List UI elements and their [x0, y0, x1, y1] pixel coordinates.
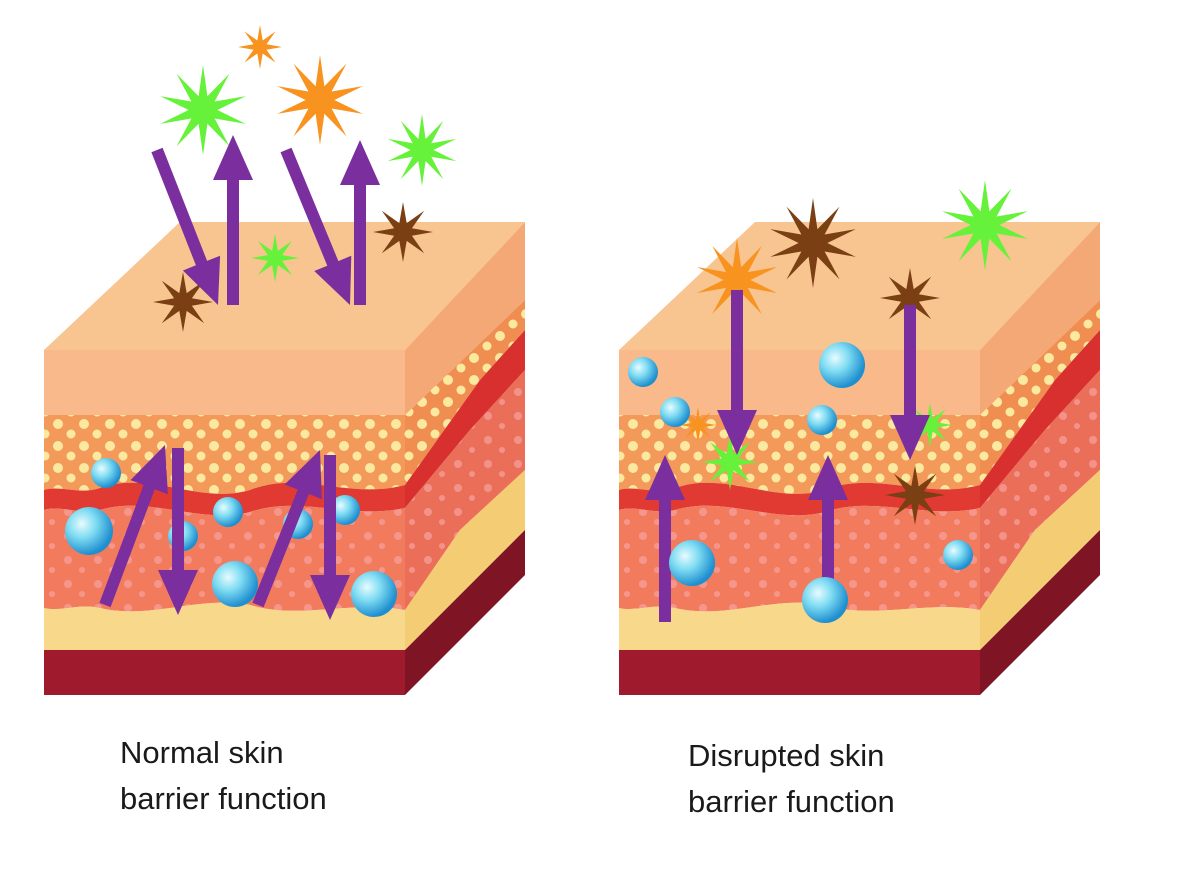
- arrow-icon: [151, 147, 221, 305]
- water-bubble-icon: [669, 540, 715, 586]
- disrupted-skin-caption: Disrupted skin barrier function: [688, 733, 895, 825]
- arrow-icon: [717, 290, 757, 455]
- water-bubble-icon: [351, 571, 397, 617]
- water-bubble-icon: [807, 405, 837, 435]
- water-bubble-icon: [212, 561, 258, 607]
- caption-line: Disrupted skin: [688, 738, 885, 773]
- water-bubble-icon: [628, 357, 658, 387]
- water-bubble-icon: [943, 540, 973, 570]
- arrow-icon: [890, 305, 930, 460]
- arrow-icon: [645, 455, 685, 622]
- arrow-icon: [213, 135, 253, 305]
- water-bubble-icon: [213, 497, 243, 527]
- irritant-star-icon: [885, 465, 945, 525]
- water-bubble-icon: [65, 507, 113, 555]
- caption-line: barrier function: [120, 781, 327, 816]
- irritant-star-icon: [238, 25, 282, 69]
- water-bubble-icon: [330, 495, 360, 525]
- arrow-icon: [158, 448, 198, 615]
- arrow-icon: [340, 140, 380, 305]
- normal-skin-caption: Normal skin barrier function: [120, 730, 327, 822]
- normal-skin-block: [44, 222, 525, 695]
- irritant-star-icon: [880, 268, 940, 328]
- irritant-star-icon: [770, 198, 856, 288]
- arrow-icon: [310, 455, 350, 620]
- irritant-star-icon: [702, 434, 758, 490]
- irritant-star-icon: [153, 272, 213, 332]
- water-bubble-icon: [802, 577, 848, 623]
- irritant-star-icon: [251, 234, 299, 282]
- arrow-icon: [808, 455, 848, 585]
- irritant-star-icon: [277, 55, 363, 145]
- water-bubble-icon: [660, 397, 690, 427]
- water-bubble-icon: [819, 342, 865, 388]
- irritant-star-icon: [373, 202, 433, 262]
- water-bubble-icon: [91, 458, 121, 488]
- caption-line: barrier function: [688, 784, 895, 819]
- arrow-icon: [99, 445, 168, 608]
- irritant-star-icon: [697, 238, 777, 322]
- irritant-star-icon: [942, 180, 1028, 270]
- irritant-star-icon: [160, 65, 246, 155]
- arrow-icon: [280, 147, 352, 305]
- caption-line: Normal skin: [120, 735, 284, 770]
- diagram-marks: [65, 25, 1028, 623]
- arrow-icon: [252, 450, 322, 608]
- disrupted-skin-block: [619, 222, 1100, 695]
- irritant-star-icon: [387, 114, 457, 186]
